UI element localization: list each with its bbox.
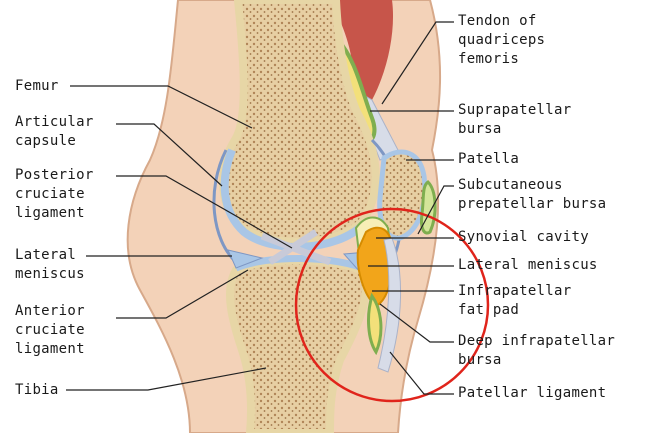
deep-infrapatellar-bursa <box>367 292 383 356</box>
label-suprapatellar-bursa: Suprapatellar bursa <box>458 102 572 137</box>
label-tibia: Tibia <box>15 382 59 398</box>
label-anterior-cruciate-ligament: Anterior cruciate ligament <box>15 303 85 357</box>
quadriceps-muscle <box>330 0 394 100</box>
femur-cartilage <box>220 148 367 251</box>
label-deep-infrapatellar-bursa: Deep infrapatellar bursa <box>458 333 616 368</box>
highlight-circle <box>294 207 490 403</box>
label-femur: Femur <box>15 78 59 94</box>
patellar-ligament <box>377 237 401 373</box>
prepatellar-bursa <box>420 180 437 235</box>
label-lateral-meniscus-left: Lateral meniscus <box>15 247 85 282</box>
label-patella: Patella <box>458 151 520 167</box>
leader-lines-left <box>66 85 293 391</box>
label-synovial-cavity: Synovial cavity <box>458 229 589 245</box>
label-infrapatellar-fat-pad: Infrapatellar fat pad <box>458 283 572 318</box>
label-patellar-ligament: Patellar ligament <box>458 385 607 401</box>
infrapatellar-fat-pad <box>356 226 394 308</box>
cruciate-ligaments <box>260 229 332 266</box>
leader-lines-right <box>368 21 454 395</box>
label-articular-capsule: Articular capsule <box>15 114 94 149</box>
label-quadriceps-tendon: Tendon of quadriceps femoris <box>458 13 546 67</box>
label-subcutaneous-prepatellar-bursa: Subcutaneous prepatellar bursa <box>458 177 607 212</box>
label-posterior-cruciate-ligament: Posterior cruciate ligament <box>15 167 94 221</box>
label-lateral-meniscus-right: Lateral meniscus <box>458 257 598 273</box>
lateral-meniscus <box>227 249 264 269</box>
